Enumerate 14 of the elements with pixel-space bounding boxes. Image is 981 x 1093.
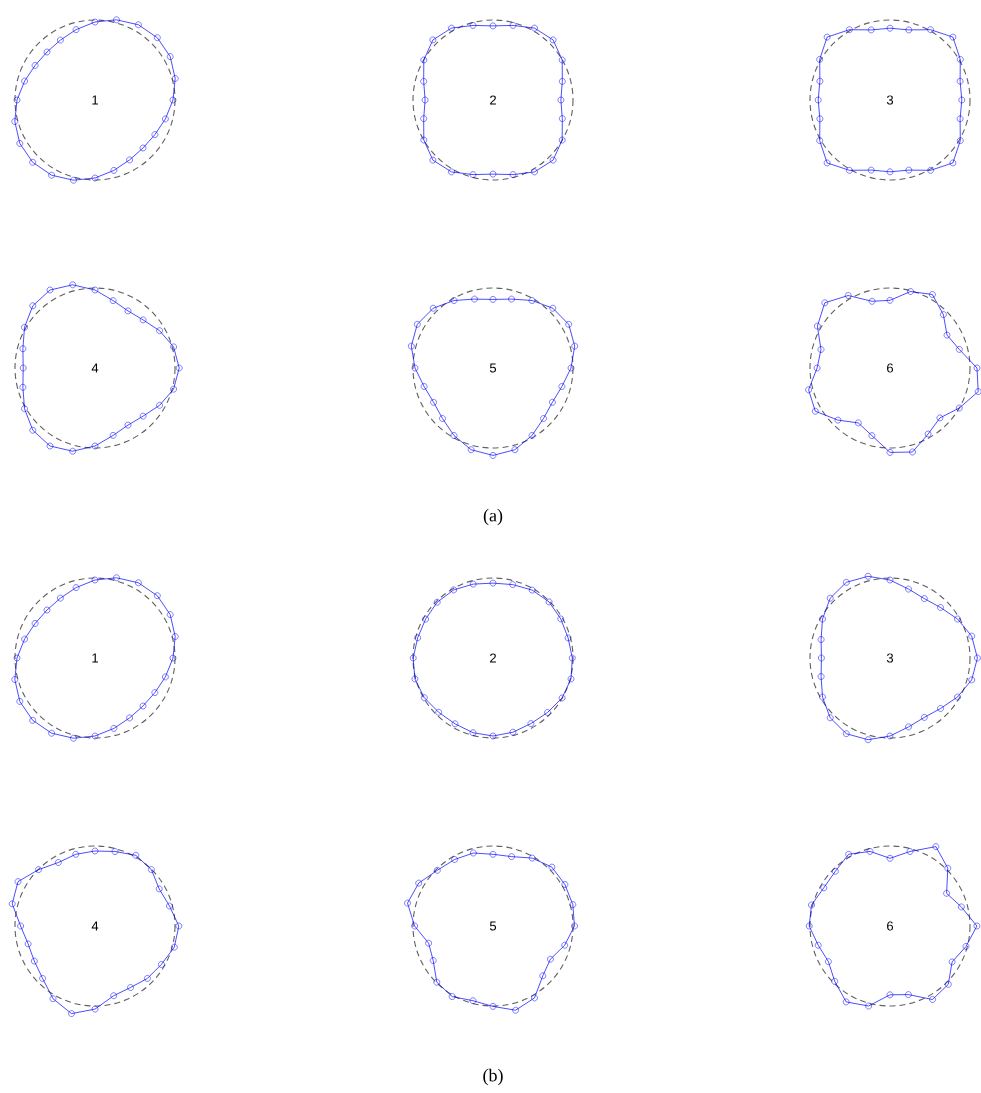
perturbed-contour: 1 — [11, 574, 179, 742]
perturbed-contour: 6 — [805, 287, 981, 456]
perturbed-contour: 2 — [409, 577, 576, 740]
panel-caption: (a) — [483, 508, 503, 526]
perturbed-contour: 3 — [809, 19, 971, 181]
panel-caption: (b) — [483, 1068, 503, 1086]
perturbed-contour: 3 — [809, 573, 981, 743]
perturbed-contour: 1 — [11, 16, 179, 184]
perturbed-contour: 4 — [8, 845, 183, 1017]
perturbed-contour: 4 — [14, 281, 183, 455]
perturbed-contour: 5 — [408, 287, 578, 459]
perturbed-contour: 6 — [805, 843, 981, 1010]
perturbed-contour: 5 — [404, 845, 578, 1014]
perturbed-contour: 2 — [412, 19, 574, 181]
